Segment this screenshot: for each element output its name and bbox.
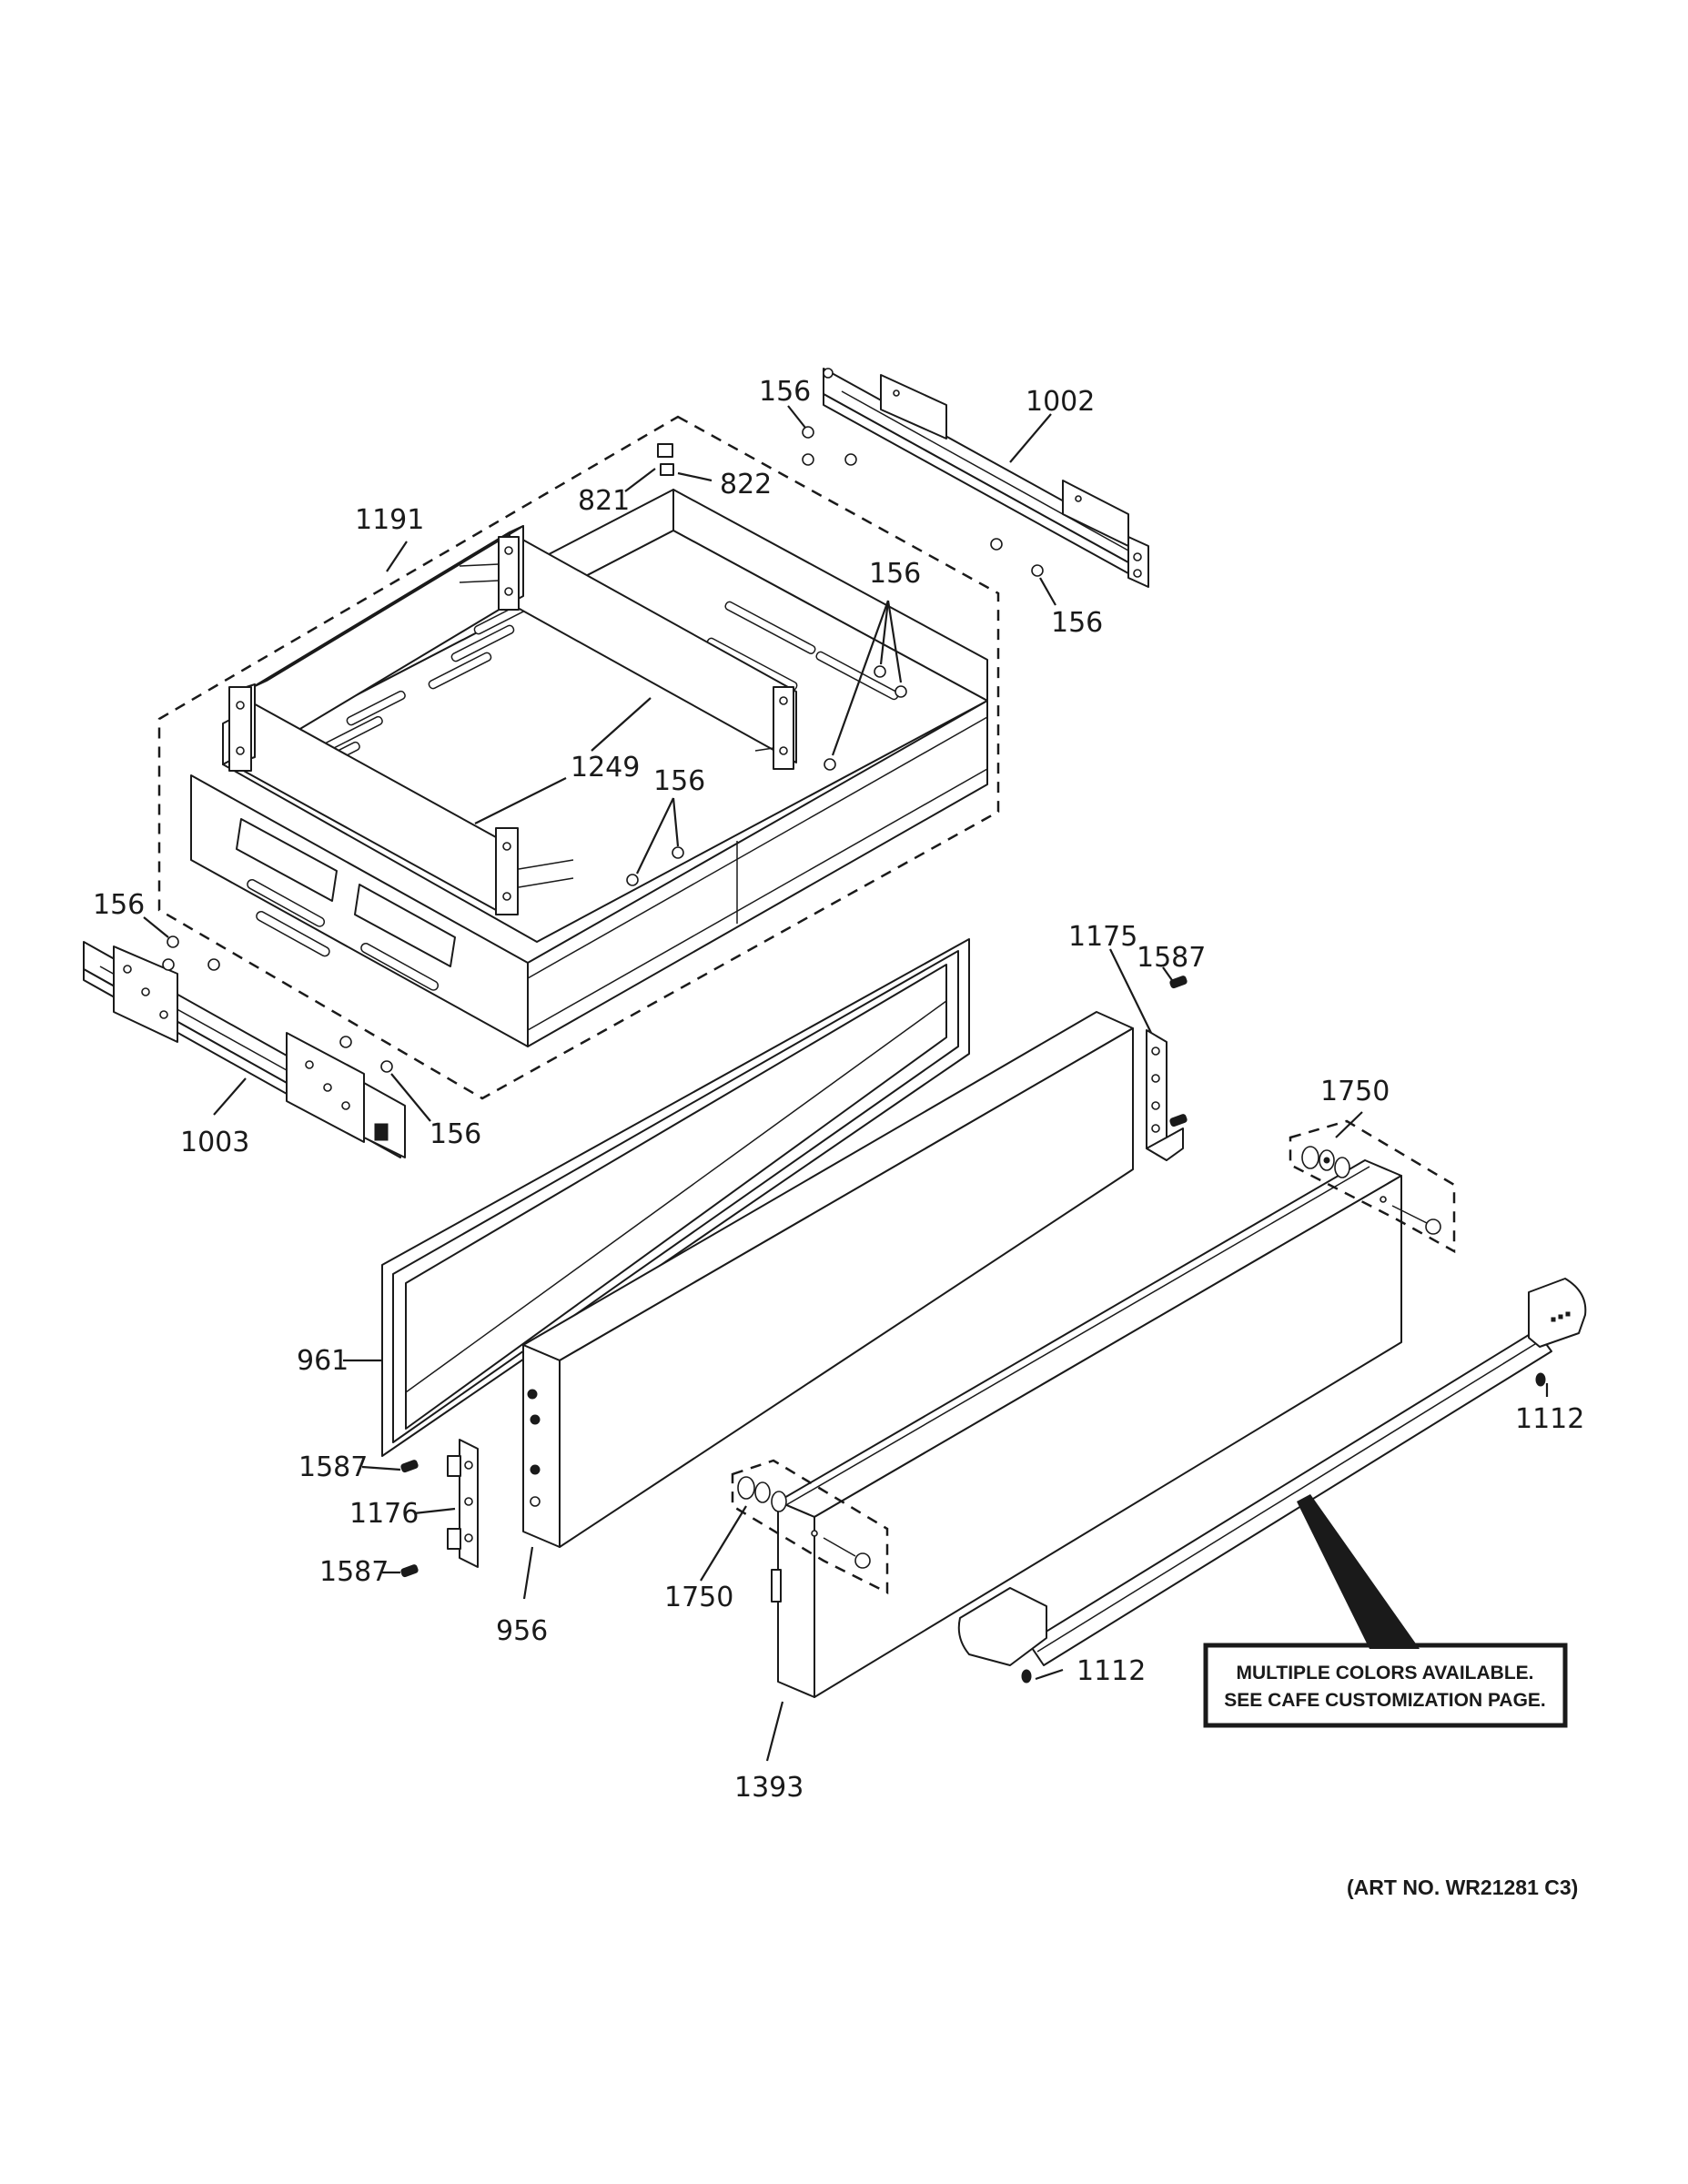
front-wall-cutouts	[236, 818, 456, 991]
callout-1175: 1175	[1068, 921, 1137, 953]
leader-lines	[143, 405, 1549, 1762]
callout-1393: 1393	[734, 1772, 804, 1804]
clip-parts	[657, 443, 674, 476]
note-line-1: MULTIPLE COLORS AVAILABLE.	[1236, 1663, 1533, 1684]
art-number: (ART NO. WR21281 C3)	[1347, 1876, 1578, 1899]
callout-1587-top: 1587	[1137, 942, 1206, 974]
callout-1003: 1003	[180, 1127, 249, 1158]
note-line-2: SEE CAFE CUSTOMIZATION PAGE.	[1224, 1690, 1546, 1711]
callout-156-right: 156	[1051, 607, 1103, 639]
handle-mount-hardware-lower	[731, 1459, 889, 1595]
basket-divider	[228, 525, 797, 915]
left-hinge-bracket	[447, 1439, 479, 1568]
callout-156-center: 156	[653, 765, 705, 797]
callout-822: 822	[720, 469, 772, 500]
door-handle	[957, 1278, 1587, 1684]
callout-1249: 1249	[571, 752, 640, 784]
callout-156-mid: 156	[869, 558, 921, 590]
callout-961: 961	[297, 1345, 349, 1377]
callout-1191: 1191	[355, 504, 424, 536]
callout-1587-mid: 1587	[298, 1451, 368, 1483]
callout-1112-low: 1112	[1076, 1655, 1146, 1687]
callout-821: 821	[578, 485, 630, 517]
note-pointer	[1297, 1494, 1420, 1649]
right-slide-rail	[823, 368, 1149, 588]
customization-note: MULTIPLE COLORS AVAILABLE. SEE CAFE CUST…	[1203, 1643, 1568, 1728]
callout-156-left: 156	[93, 889, 145, 921]
callout-1002: 1002	[1026, 386, 1095, 418]
callout-1750-top: 1750	[1320, 1076, 1390, 1107]
callout-1587-low: 1587	[319, 1556, 389, 1588]
right-hinge-bracket	[1146, 1029, 1184, 1161]
callout-labels: 156 1002 821 822 1191 156 156 1249 156 1…	[93, 376, 1584, 1804]
callout-956: 956	[496, 1615, 548, 1647]
screws-156	[162, 426, 1044, 1073]
handle-mount-hardware-upper	[1289, 1119, 1456, 1254]
door-gasket	[381, 938, 970, 1457]
outer-door-panel	[771, 1159, 1402, 1698]
screws-1587	[400, 976, 1188, 1578]
callout-1112-right: 1112	[1515, 1403, 1584, 1435]
callout-156-lowleft: 156	[430, 1118, 481, 1150]
callout-1176: 1176	[349, 1498, 419, 1530]
callout-1750-low: 1750	[664, 1582, 733, 1613]
left-slide-rail	[83, 941, 406, 1158]
callout-156-top: 156	[759, 376, 811, 408]
assembly-boundary	[157, 415, 1000, 1100]
inner-door-panel	[522, 1011, 1134, 1548]
